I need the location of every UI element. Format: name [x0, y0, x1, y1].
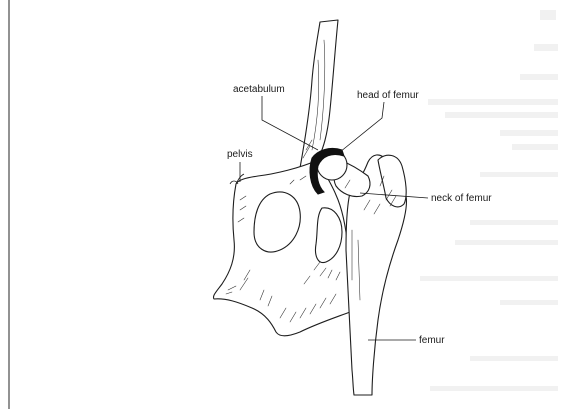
pelvis-label: pelvis	[227, 149, 253, 160]
head-of-femur-label: head of femur	[357, 90, 419, 101]
femur-label: femur	[419, 335, 445, 346]
acetabulum-label: acetabulum	[233, 84, 285, 95]
head-of-femur-leader	[340, 102, 384, 152]
neck-of-femur-label: neck of femur	[431, 193, 492, 204]
